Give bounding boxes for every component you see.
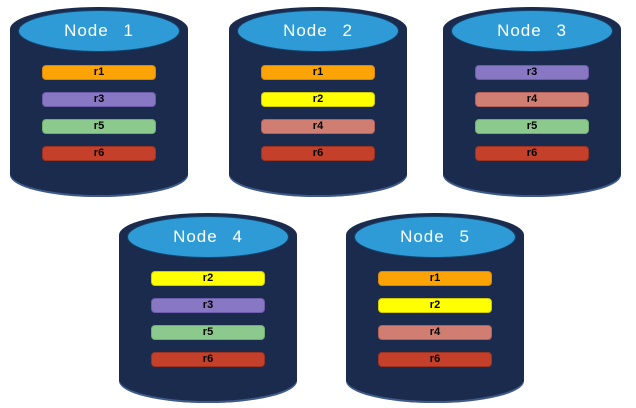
replica-bar-list: r1 r2 r4 r6 — [229, 65, 407, 161]
replica-label: r2 — [429, 299, 441, 311]
replica-label: r6 — [93, 147, 105, 159]
replica-label: r2 — [202, 272, 214, 284]
replica-label: r6 — [526, 147, 538, 159]
replica-bar-list: r3 r4 r5 r6 — [443, 65, 621, 161]
replica-bar-list: r1 r3 r5 r6 — [10, 65, 188, 161]
replica-label: r4 — [312, 120, 324, 132]
replica-bar-r5: r5 — [42, 119, 156, 134]
node-label: Node 3 — [497, 21, 567, 40]
node-label: Node 2 — [283, 21, 353, 40]
replica-bar-r6: r6 — [475, 146, 589, 161]
replica-bar-list: r2 r3 r5 r6 — [119, 271, 297, 367]
replica-bar-r1: r1 — [378, 271, 492, 286]
replica-label: r3 — [93, 93, 105, 105]
replica-label: r2 — [312, 93, 324, 105]
replica-bar-r4: r4 — [378, 325, 492, 340]
node-cylinder-2: Node 2 r1 r2 r4 r6 — [229, 7, 407, 197]
replica-bar-r6: r6 — [378, 352, 492, 367]
cylinder-cap: Node 2 — [237, 10, 399, 52]
replica-label: r6 — [312, 147, 324, 159]
replica-bar-r3: r3 — [151, 298, 265, 313]
cylinder-cap: Node 4 — [127, 216, 289, 258]
cylinder-cap: Node 3 — [451, 10, 613, 52]
replica-label: r6 — [202, 353, 214, 365]
replica-bar-r5: r5 — [151, 325, 265, 340]
cylinder-cap: Node 1 — [18, 10, 180, 52]
replica-label: r3 — [526, 66, 538, 78]
node-label: Node 4 — [173, 227, 243, 246]
replica-bar-r2: r2 — [151, 271, 265, 286]
replica-bar-r4: r4 — [261, 119, 375, 134]
replica-bar-r3: r3 — [475, 65, 589, 80]
replica-label: r5 — [526, 120, 538, 132]
replica-bar-r2: r2 — [378, 298, 492, 313]
replica-label: r5 — [202, 326, 214, 338]
replica-bar-r5: r5 — [475, 119, 589, 134]
replica-label: r4 — [429, 326, 441, 338]
replica-bar-r1: r1 — [261, 65, 375, 80]
replica-label: r5 — [93, 120, 105, 132]
replica-bar-r6: r6 — [42, 146, 156, 161]
replica-bar-r2: r2 — [261, 92, 375, 107]
replica-label: r4 — [526, 93, 538, 105]
node-label: Node 1 — [64, 21, 134, 40]
node-label: Node 5 — [400, 227, 470, 246]
replica-bar-r6: r6 — [151, 352, 265, 367]
replica-label: r1 — [429, 272, 441, 284]
replica-bar-r1: r1 — [42, 65, 156, 80]
node-cylinder-3: Node 3 r3 r4 r5 r6 — [443, 7, 621, 197]
replica-bar-r3: r3 — [42, 92, 156, 107]
replica-label: r3 — [202, 299, 214, 311]
node-cylinder-4: Node 4 r2 r3 r5 r6 — [119, 213, 297, 403]
replica-label: r6 — [429, 353, 441, 365]
cylinder-cap: Node 5 — [354, 216, 516, 258]
replica-label: r1 — [312, 66, 324, 78]
node-cylinder-1: Node 1 r1 r3 r5 r6 — [10, 7, 188, 197]
replica-bar-list: r1 r2 r4 r6 — [346, 271, 524, 367]
replica-bar-r4: r4 — [475, 92, 589, 107]
replica-bar-r6: r6 — [261, 146, 375, 161]
node-cylinder-5: Node 5 r1 r2 r4 r6 — [346, 213, 524, 403]
replica-label: r1 — [93, 66, 105, 78]
